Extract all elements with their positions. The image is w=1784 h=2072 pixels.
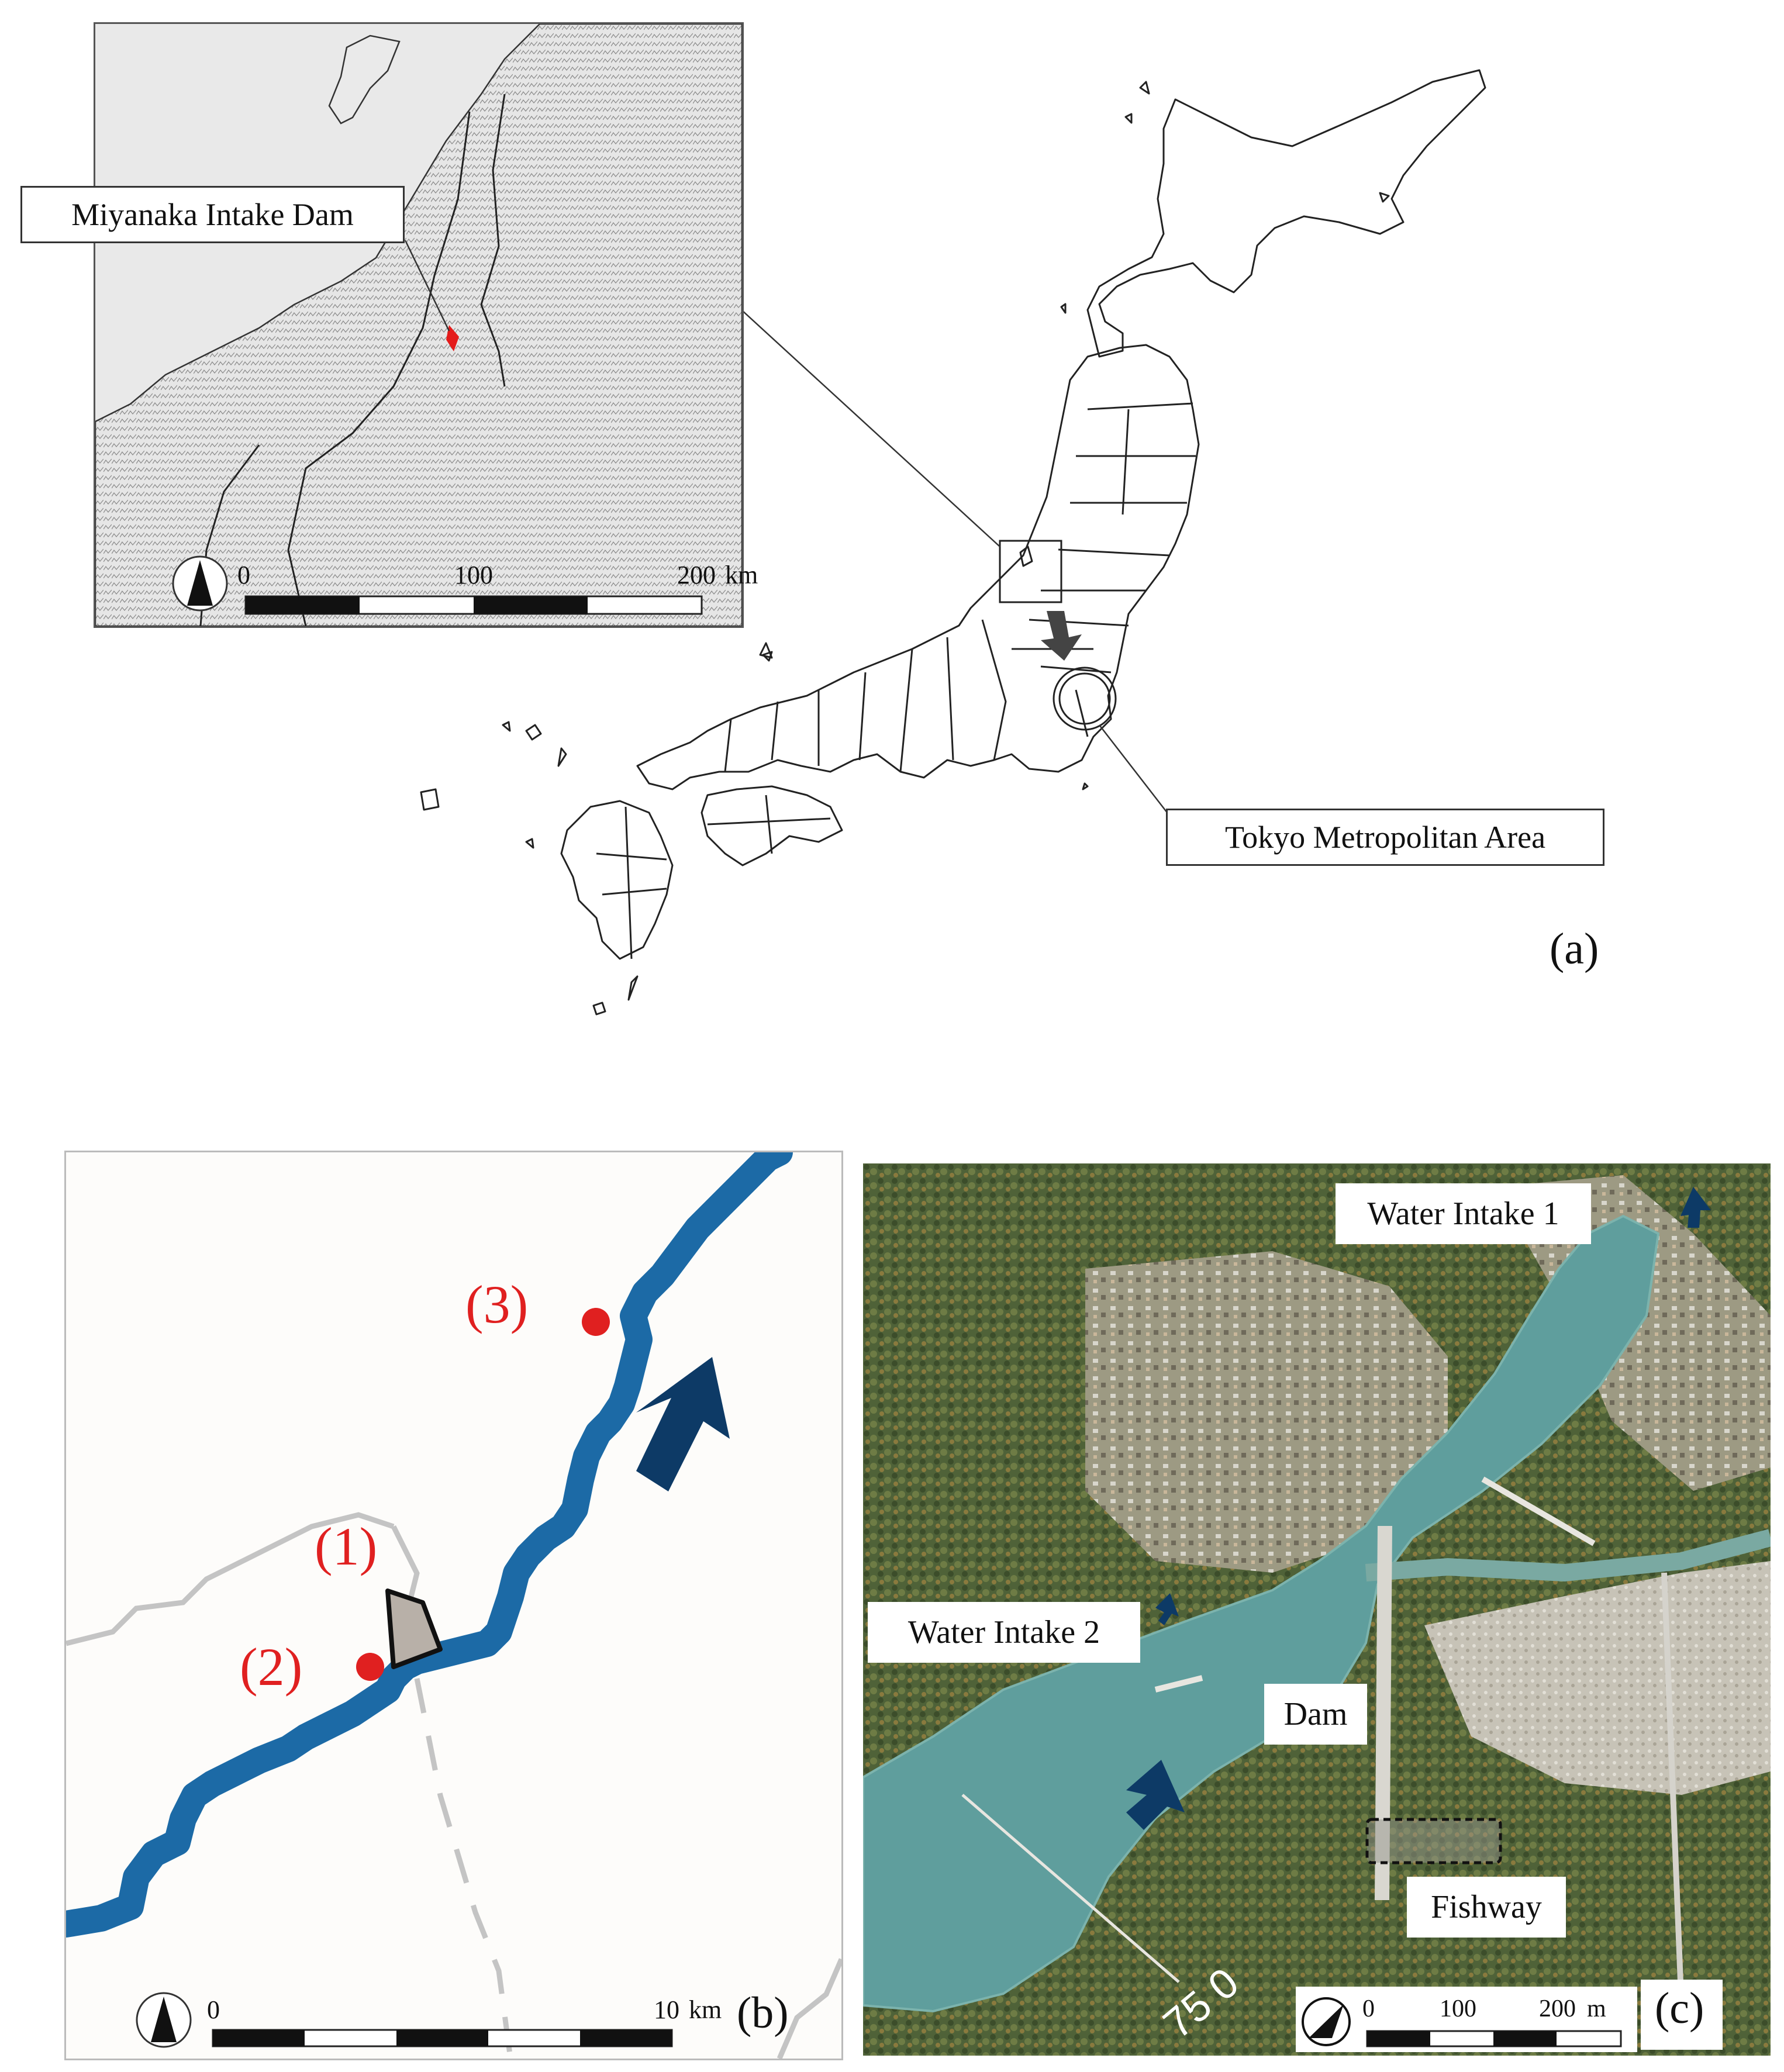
intake-2-arrow-icon [1155, 1593, 1179, 1625]
reservoir [863, 1214, 1660, 2013]
river-detail-map [64, 1151, 843, 2060]
panel-c-letter: (c) [1655, 1984, 1704, 2033]
panel-c-scale-end: 200 [1539, 1995, 1576, 2022]
north-arrow-icon [136, 1992, 192, 2048]
point-3 [582, 1308, 610, 1336]
panel-c-letter-bg [1641, 1980, 1723, 2050]
japan-map [420, 69, 1486, 1016]
panel-c-scale-start: 0 [1362, 1995, 1375, 2022]
panel-c-scale-mid: 100 [1440, 1995, 1476, 2022]
north-arrow-icon [172, 555, 228, 612]
inset-scale-end: 200 [677, 561, 716, 589]
panel-b-scale-end: 10 [654, 1995, 679, 2024]
fishway-box [1365, 1818, 1502, 1864]
panel-b-scale-unit: km [689, 1995, 722, 2024]
kyushu-outline [560, 800, 674, 960]
inset-scale-mid: 100 [454, 561, 493, 589]
inset-relief-map [94, 22, 744, 628]
flow-arrow-icon [1126, 1760, 1185, 1830]
inset-scale-start: 0 [237, 561, 250, 589]
panel-b-letter: (b) [737, 1988, 789, 2038]
point-3-label: (3) [465, 1275, 529, 1334]
tokyo-area-label: Tokyo Metropolitan Area [1166, 809, 1604, 866]
dam-symbol [385, 1588, 443, 1669]
inset-scale-unit: km [725, 561, 758, 589]
point-1-label: (1) [315, 1517, 378, 1576]
dam-label: Dam [1264, 1684, 1367, 1745]
point-2 [356, 1653, 384, 1681]
flow-arrow-icon [636, 1357, 730, 1491]
shikoku-outline [701, 785, 843, 866]
sado-island [328, 34, 401, 125]
river-path [66, 1152, 793, 1938]
inset-location-box [999, 540, 1062, 603]
tokyo-circle-inner [1058, 672, 1111, 725]
inset-scale-bar [244, 595, 703, 615]
panel-c-scale-unit: m [1587, 1995, 1606, 2022]
dam-structure [1375, 1526, 1392, 1900]
panel-c-scale-bar [1366, 2030, 1622, 2047]
miyanaka-dam-label: Miyanaka Intake Dam [20, 186, 405, 243]
dam-location-marker [446, 325, 459, 351]
hokkaido-outline [1086, 69, 1486, 358]
tokyo-circle-outer [1053, 667, 1117, 731]
water-intake-2-label: Water Intake 2 [868, 1602, 1140, 1663]
panel-b-scale-start: 0 [207, 1995, 220, 2024]
panel-a-letter: (a) [1550, 924, 1599, 973]
fishway-label: Fishway [1407, 1877, 1566, 1938]
intake-1-arrow-icon [1681, 1187, 1711, 1228]
north-arrow-icon [1302, 1997, 1351, 2046]
flow-arrow-icon [1041, 611, 1082, 661]
point-2-label: (2) [240, 1637, 303, 1697]
water-intake-1-label: Water Intake 1 [1336, 1183, 1591, 1244]
panel-b-scale-bar [212, 2029, 673, 2047]
honshu-outline [636, 344, 1200, 790]
